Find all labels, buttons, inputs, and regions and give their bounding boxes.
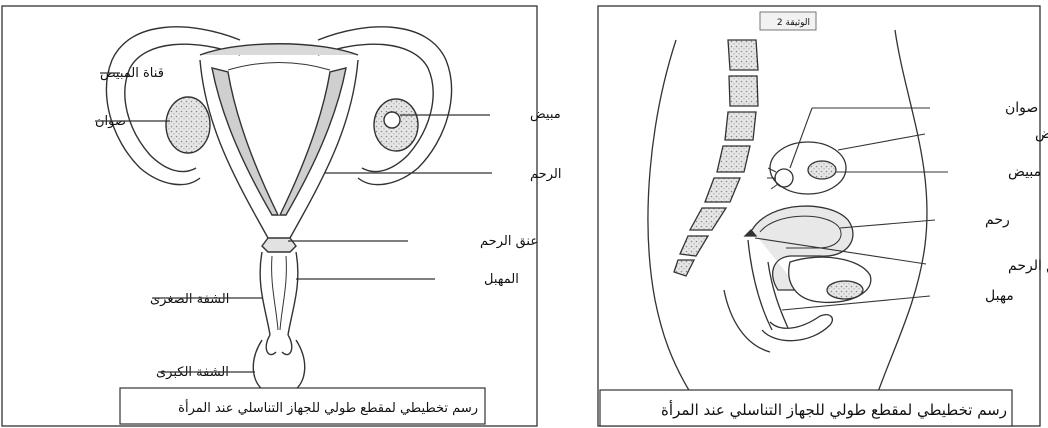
vagina-inner-left [272,256,278,330]
endometrium-right [280,68,346,215]
left-label-cervix: عنق الرحم [480,234,538,249]
right-anatomy [648,30,927,392]
left-anatomy [107,27,452,392]
follicle-right [384,112,400,128]
vagina-inner-right [280,256,286,330]
labia-minora-right [282,335,292,355]
right-leader-oviduct [838,134,925,150]
right-leader-uterus [840,220,935,228]
perineum [762,315,832,341]
fimbriae [767,168,778,189]
cervix-shape [262,238,296,252]
right-leader-follicle [790,108,812,168]
uterus-wall-left [200,60,268,238]
right-label-follicle: صوان [1005,100,1038,116]
vagina-back [748,240,772,330]
labia-minora-left [266,335,276,355]
uterus-fundus-band [228,63,330,71]
labia-majora-right [292,340,305,392]
left-panel: قناة المبيض صوان مبيض الرحم عنق الرحم ال… [2,6,561,426]
ovary [808,161,836,179]
body-front-outline [878,30,927,392]
doc-tag: الوثيقة 2 [777,18,810,28]
rectum [724,290,770,352]
left-frame [2,6,537,426]
vagina-wall-right [288,252,298,335]
right-label-ovary: مبيض [1008,164,1041,180]
right-panel: الوثيقة 2 [598,6,1048,426]
right-label-oviduct: قناة المبيض [1035,126,1048,142]
left-caption: رسم تخطيطي لمقطع طولي للجهاز التناسلي عن… [178,399,478,416]
uterus-top [200,44,358,55]
right-caption: رسم تخطيطي لمقطع طولي للجهاز التناسلي عن… [661,400,1007,420]
body-back-outline [648,40,690,392]
endometrium-left [212,68,278,215]
left-label-labia-minora: الشفة الصغرى [150,292,229,307]
spine [674,40,758,276]
right-label-uterus: رحم [985,212,1010,228]
bladder-spots [827,281,863,299]
right-label-vagina: مهبل [985,288,1014,304]
right-label-cervix: عنق الرحم [1008,258,1048,274]
left-label-uterus: الرحم [530,167,561,182]
ovary-left [166,97,210,153]
uterus-wall-right [290,60,358,238]
labia-majora-left [253,340,266,392]
left-label-vagina: المهبل [484,272,519,287]
left-label-ovary: مبيض [530,107,561,122]
vagina-wall-left [260,252,270,335]
